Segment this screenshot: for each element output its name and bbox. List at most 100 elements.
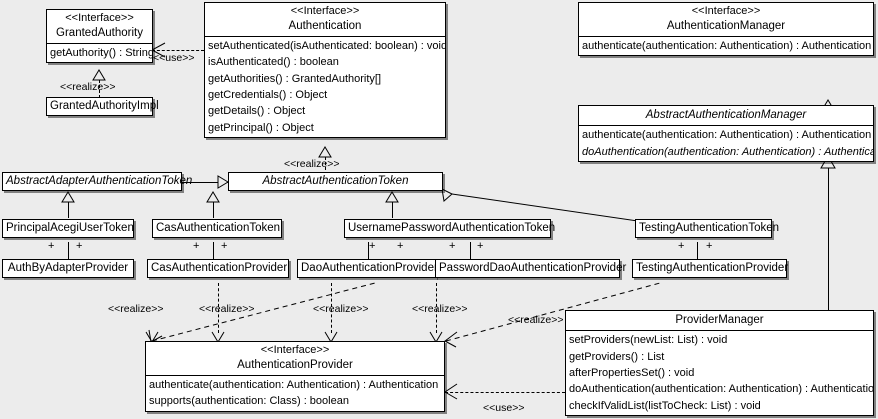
class-box-cas-authentication-provider[interactable]: CasAuthenticationProvider xyxy=(147,259,289,279)
class-members: authenticate(authentication: Authenticat… xyxy=(146,376,444,411)
class-member: doAuthentication(authentication: Authent… xyxy=(582,145,873,158)
class-box-username-password-authentication-token[interactable]: UsernamePasswordAuthenticationToken xyxy=(344,219,555,239)
class-header: CasAuthenticationToken xyxy=(153,220,281,237)
multiplicity-marker: + xyxy=(221,240,228,252)
class-box-granted-authority-impl[interactable]: GrantedAuthorityImpl xyxy=(46,97,159,117)
association-username-to-password-dao xyxy=(470,242,471,259)
class-name: TestingAuthenticationProvider xyxy=(636,262,789,274)
class-name: CasAuthenticationProvider xyxy=(151,262,288,274)
relationship-label-realize-granted-authority-impl: <<realize>> xyxy=(60,81,116,93)
multiplicity-marker: + xyxy=(76,240,83,252)
class-name: AuthByAdapterProvider xyxy=(7,262,129,274)
class-name: DaoAuthenticationProvider xyxy=(301,262,438,274)
class-members: getAuthority() : String xyxy=(47,44,152,62)
class-member: authenticate(authentication: Authenticat… xyxy=(582,129,872,142)
multiplicity-marker: + xyxy=(706,240,713,252)
class-member: afterPropertiesSet() : void xyxy=(569,366,695,379)
class-box-cas-authentication-token[interactable]: CasAuthenticationToken xyxy=(152,219,282,239)
class-box-testing-authentication-token[interactable]: TestingAuthenticationToken xyxy=(635,219,779,239)
class-header: <<Interface>> Authentication xyxy=(205,3,445,38)
class-box-dao-authentication-provider[interactable]: DaoAuthenticationProvider xyxy=(297,259,438,279)
class-name: CasAuthenticationToken xyxy=(156,222,281,234)
class-header: CasAuthenticationProvider xyxy=(148,260,288,277)
relationship-label-realize-testing-provider: <<realize>> xyxy=(508,314,564,326)
class-name: GrantedAuthorityImpl xyxy=(50,100,159,112)
class-name: AuthenticationManager xyxy=(666,19,786,32)
class-box-auth-by-adapter-provider[interactable]: AuthByAdapterProvider xyxy=(2,259,134,279)
class-member: authenticate(authentication: Authenticat… xyxy=(149,379,439,392)
class-box-abstract-adapter-authentication-token[interactable]: AbstractAdapterAuthenticationToken xyxy=(2,172,193,192)
class-member: setAuthenticated(isAuthenticated: boolea… xyxy=(208,40,445,53)
class-member: supports(authentication: Class) : boolea… xyxy=(149,395,349,408)
class-header: AbstractAuthenticationToken xyxy=(229,173,442,190)
relationship-label-realize-dao-provider: <<realize>> xyxy=(313,303,369,315)
class-name: AbstractAuthenticationToken xyxy=(262,175,409,187)
multiplicity-marker: + xyxy=(397,240,404,252)
generalization-stem-username-password-token xyxy=(392,202,393,218)
class-box-provider-manager[interactable]: ProviderManager setProviders(newList: Li… xyxy=(565,310,874,416)
class-stereotype: <<Interface>> xyxy=(260,344,330,356)
class-box-authentication-provider[interactable]: <<Interface>> AuthenticationProvider aut… xyxy=(145,341,445,412)
class-header: AuthByAdapterProvider xyxy=(3,260,133,277)
class-stereotype: <<Interface>> xyxy=(691,5,761,17)
relationship-label-realize-password-dao-provider: <<realize>> xyxy=(412,303,468,315)
class-name: AbstractAdapterAuthenticationToken xyxy=(6,175,193,187)
class-header: DaoAuthenticationProvider xyxy=(298,260,438,277)
class-name: Authentication xyxy=(288,19,362,32)
class-box-abstract-authentication-token[interactable]: AbstractAuthenticationToken xyxy=(228,172,443,192)
class-header: AbstractAdapterAuthenticationToken xyxy=(3,173,193,190)
class-box-abstract-authentication-manager[interactable]: AbstractAuthenticationManager authentica… xyxy=(578,105,874,162)
realize-stem-password-dao-provider xyxy=(436,283,437,333)
multiplicity-marker: + xyxy=(369,240,376,252)
class-box-authentication[interactable]: <<Interface>> Authentication setAuthenti… xyxy=(204,2,446,138)
class-member: getPrincipal() : Object xyxy=(208,121,314,134)
class-members: setProviders(newList: List) : void getPr… xyxy=(566,331,873,414)
class-member: getAuthorities() : GrantedAuthority[] xyxy=(208,72,382,85)
class-name: AuthenticationProvider xyxy=(237,358,353,371)
relationship-label-realize-abstract-authentication-token: <<realize>> xyxy=(284,158,340,170)
class-header: UsernamePasswordAuthenticationToken xyxy=(345,220,555,237)
generalization-stem-provider-manager xyxy=(828,168,829,310)
association-principal-to-authbyadapter xyxy=(68,242,69,259)
class-name: GrantedAuthority xyxy=(56,26,143,39)
generalization-stem-cas-token xyxy=(213,202,214,218)
class-header: <<Interface>> AuthenticationProvider xyxy=(146,342,444,377)
class-header: <<Interface>> AuthenticationManager xyxy=(579,3,873,38)
class-member: doAuthentication(authentication: Authent… xyxy=(569,383,873,396)
relationship-label-realize-auth-by-adapter-provider: <<realize>> xyxy=(108,303,164,315)
class-box-password-dao-authentication-provider[interactable]: PasswordDaoAuthenticationProvider xyxy=(435,259,627,279)
class-name: PrincipalAcegiUserToken xyxy=(6,222,134,234)
class-member: getAuthority() : String xyxy=(50,47,152,60)
class-box-authentication-manager[interactable]: <<Interface>> AuthenticationManager auth… xyxy=(578,2,874,57)
class-members: authenticate(authentication: Authenticat… xyxy=(579,126,873,161)
relationship-label-use-granted-authority: <<use>> xyxy=(153,52,195,64)
generalization-stem-principal-acegi-token xyxy=(68,202,69,218)
class-member: setProviders(newList: List) : void xyxy=(569,334,728,347)
generalization-line-adapter-token xyxy=(182,182,228,183)
class-header: <<Interface>> GrantedAuthority xyxy=(47,10,152,45)
association-username-to-dao xyxy=(368,242,369,259)
realize-stem-abstract-authentication-token xyxy=(325,157,326,175)
class-members: setAuthenticated(isAuthenticated: boolea… xyxy=(205,37,445,137)
class-header: PasswordDaoAuthenticationProvider xyxy=(436,260,627,277)
class-stereotype: <<Interface>> xyxy=(65,12,134,24)
class-member: getCredentials() : Object xyxy=(208,89,328,102)
association-testing-token-to-testing-provider xyxy=(697,242,698,259)
class-box-testing-authentication-provider[interactable]: TestingAuthenticationProvider xyxy=(632,259,789,279)
class-header: ProviderManager xyxy=(566,311,873,332)
class-member: checkIfValidList(listToCheck: List) : vo… xyxy=(569,399,761,412)
class-member: isAuthenticated() : boolean xyxy=(208,56,339,69)
multiplicity-marker: + xyxy=(48,240,55,252)
multiplicity-marker: + xyxy=(193,240,200,252)
class-name: PasswordDaoAuthenticationProvider xyxy=(439,262,627,274)
class-header: TestingAuthenticationToken xyxy=(636,220,779,237)
class-header: GrantedAuthorityImpl xyxy=(47,98,159,115)
class-member: authenticate(authentication: Authenticat… xyxy=(582,40,872,53)
class-box-granted-authority[interactable]: <<Interface>> GrantedAuthority getAuthor… xyxy=(46,9,153,64)
multiplicity-marker: + xyxy=(477,240,484,252)
class-name: AbstractAuthenticationManager xyxy=(645,109,807,121)
use-stem-provider-manager xyxy=(445,392,565,393)
class-box-principal-acegi-user-token[interactable]: PrincipalAcegiUserToken xyxy=(2,219,134,239)
class-members: authenticate(authentication: Authenticat… xyxy=(579,37,873,55)
